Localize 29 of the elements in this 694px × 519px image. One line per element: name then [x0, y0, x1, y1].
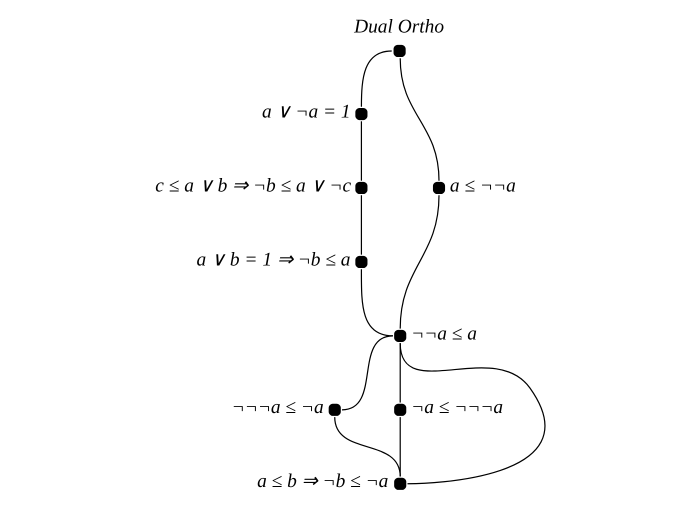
node-label: a ≤ ¬¬a	[449, 175, 516, 196]
node-circle	[354, 256, 367, 268]
node-label: ¬a ≤ ¬¬¬a	[410, 397, 503, 418]
node-label: ¬¬¬a ≤ ¬a	[231, 397, 324, 418]
node-label: c ≤ a ∨ b ⇒ ¬b ≤ a ∨ ¬c	[154, 175, 351, 196]
connector	[334, 417, 400, 477]
node-label: Dual Ortho	[354, 16, 444, 38]
connector	[399, 195, 440, 329]
connector	[360, 121, 362, 181]
connector	[360, 269, 392, 336]
connector	[360, 195, 362, 255]
node-circle	[328, 404, 340, 416]
connector	[399, 343, 545, 484]
node-circle	[354, 182, 367, 194]
node-label: a ≤ b ⇒ ¬b ≤ ¬a	[256, 471, 388, 492]
connector	[399, 58, 440, 181]
node-circle	[394, 478, 406, 490]
node-circle	[354, 108, 367, 120]
connector	[399, 343, 400, 403]
node-circle	[394, 404, 406, 416]
node-circle	[393, 44, 406, 58]
node-circle	[432, 182, 445, 194]
node-circle	[394, 330, 406, 342]
node-label: a ∨ ¬a = 1	[261, 101, 350, 122]
node-label: a ∨ b = 1 ⇒ ¬b ≤ a	[196, 249, 350, 270]
connector	[360, 50, 392, 107]
connector	[341, 335, 393, 410]
connector	[399, 417, 400, 477]
node-label: ¬¬a ≤ a	[410, 323, 476, 344]
